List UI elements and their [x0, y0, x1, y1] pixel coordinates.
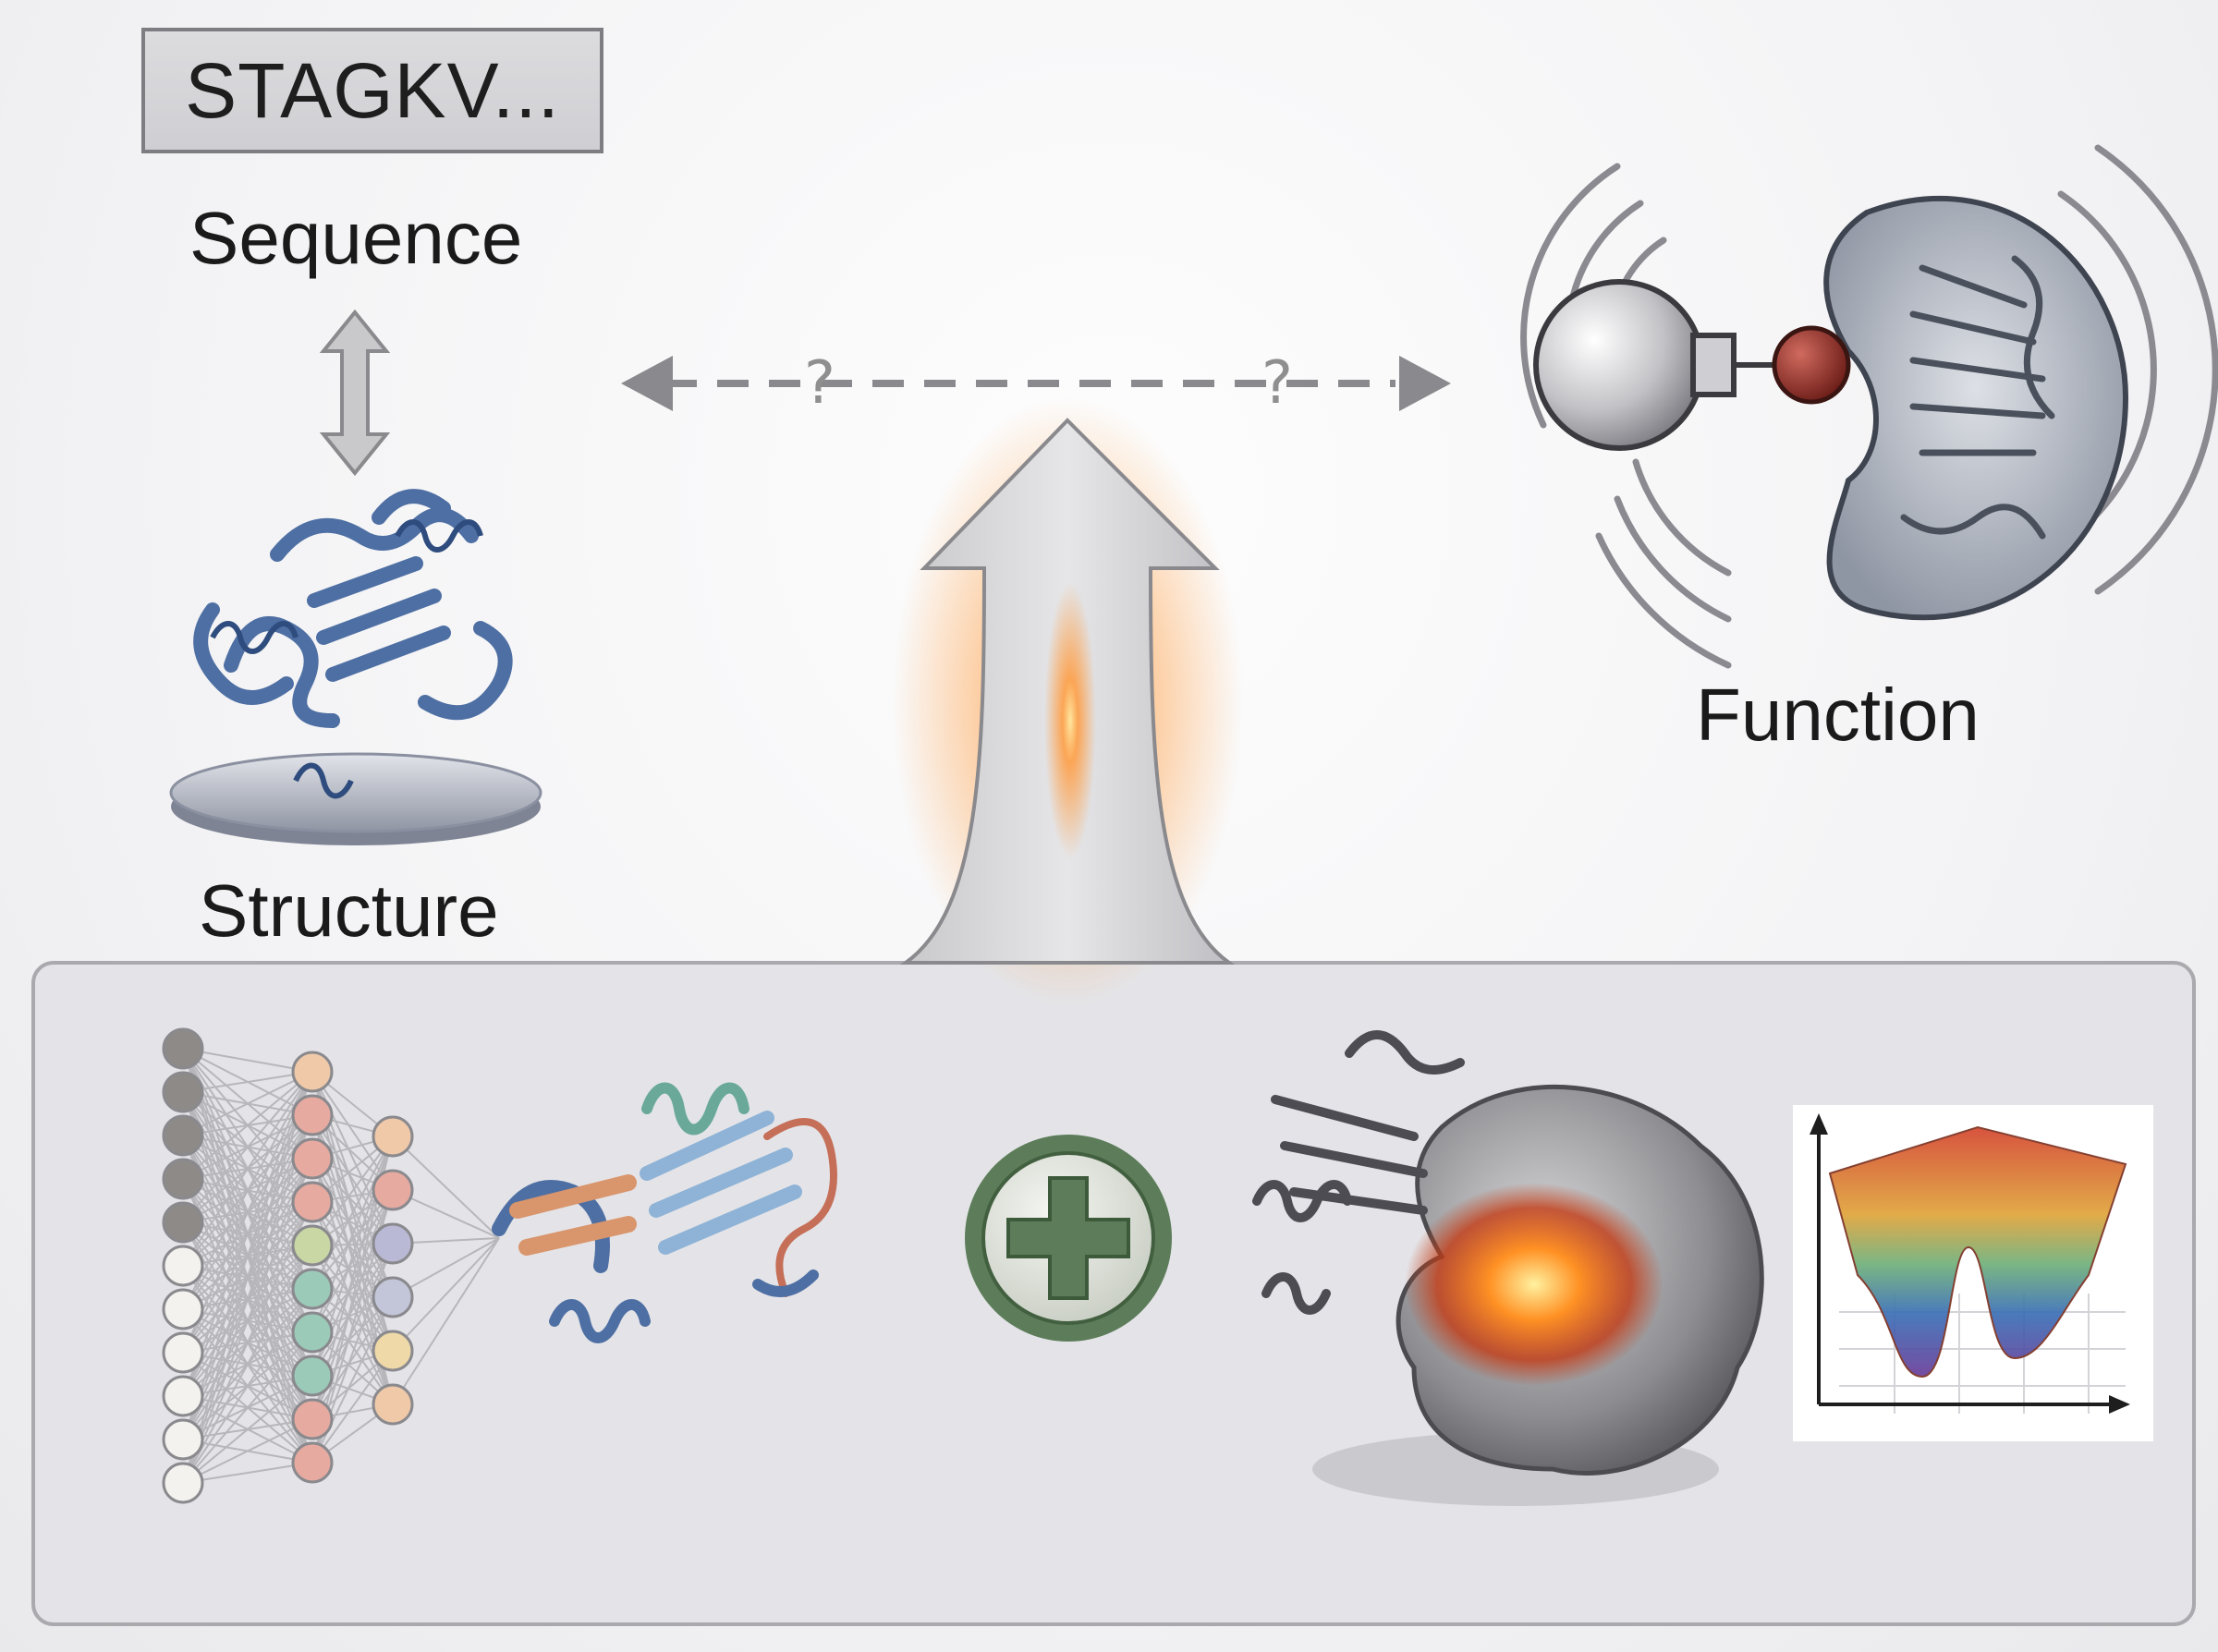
- nn-edge: [182, 1071, 313, 1223]
- effector-sphere: [1533, 279, 1705, 451]
- nn-node: [162, 1245, 204, 1287]
- nn-edge: [182, 1071, 313, 1484]
- question-mark-left: ?: [804, 349, 835, 418]
- nn-edge: [182, 1245, 313, 1484]
- nn-output-edge: [392, 1237, 500, 1405]
- nn-node: [162, 1027, 204, 1070]
- predicted-protein-icon: [492, 1082, 837, 1343]
- nn-node: [372, 1330, 414, 1372]
- nn-node: [291, 1311, 334, 1354]
- left-arrowhead-icon: [621, 356, 673, 411]
- dashed-link-arrow: [621, 356, 1451, 411]
- nn-edge: [311, 1350, 394, 1464]
- nn-edge: [311, 1136, 394, 1246]
- nn-node: [162, 1288, 204, 1330]
- nn-node: [372, 1222, 414, 1265]
- nn-node: [372, 1169, 414, 1211]
- nn-edge: [311, 1189, 394, 1333]
- nn-edge: [182, 1071, 313, 1093]
- nn-output-edge: [392, 1136, 500, 1239]
- hotspot-glow: [1405, 1183, 1664, 1386]
- nn-node: [162, 1462, 204, 1504]
- structure-label: Structure: [199, 869, 499, 952]
- nn-node: [291, 1051, 334, 1093]
- nn-edge: [182, 1071, 313, 1397]
- nn-node: [291, 1137, 334, 1180]
- nn-output-edge: [392, 1237, 500, 1352]
- nn-edge: [311, 1136, 394, 1290]
- nn-node: [372, 1276, 414, 1318]
- nn-edge: [182, 1071, 313, 1310]
- sequence-label: Sequence: [189, 197, 523, 279]
- structure-protein-icon: [169, 489, 542, 845]
- nn-node: [162, 1201, 204, 1244]
- nn-edge: [182, 1331, 313, 1484]
- energy-surface: [1828, 1125, 2127, 1379]
- nn-node: [162, 1158, 204, 1200]
- nn-edge: [182, 1114, 313, 1484]
- nn-node: [162, 1331, 204, 1374]
- binding-site-illustration: [1252, 1030, 1764, 1506]
- nn-edge: [182, 1071, 313, 1354]
- linker-block: [1690, 333, 1737, 397]
- nn-node: [291, 1224, 334, 1267]
- nn-node: [372, 1115, 414, 1158]
- nn-node: [291, 1441, 334, 1484]
- nn-node: [372, 1383, 414, 1426]
- nn-node: [162, 1114, 204, 1157]
- function-illustration: [1520, 144, 2218, 669]
- nn-node: [291, 1354, 334, 1397]
- right-arrowhead-icon: [1399, 356, 1451, 411]
- function-label: Function: [1696, 674, 1980, 756]
- nn-edge: [311, 1243, 394, 1377]
- nn-node: [162, 1375, 204, 1417]
- nn-edge: [182, 1462, 313, 1484]
- nn-edge: [182, 1158, 313, 1484]
- nn-edge: [311, 1296, 394, 1420]
- nn-node: [291, 1398, 334, 1440]
- nn-edge: [182, 1201, 313, 1484]
- neural-network-icon: [162, 1027, 500, 1504]
- nn-edge: [182, 1071, 313, 1136]
- nn-edge: [182, 1071, 313, 1180]
- nn-node: [291, 1094, 334, 1136]
- nn-edge: [182, 1071, 313, 1267]
- nn-node: [162, 1418, 204, 1461]
- sequence-box: STAGKV...: [141, 28, 603, 153]
- nn-edge: [182, 1375, 313, 1484]
- vertical-double-arrow-icon: [319, 309, 391, 477]
- nn-edge: [182, 1048, 313, 1073]
- nn-node: [291, 1181, 334, 1223]
- energy-landscape-icon: [1793, 1105, 2153, 1441]
- sequence-text: STAGKV...: [185, 46, 560, 134]
- arrow-core-glow: [1044, 582, 1096, 859]
- ligand-sphere: [1772, 325, 1851, 405]
- nn-node: [162, 1071, 204, 1113]
- plus-circle-icon: [965, 1135, 1172, 1342]
- nn-edge: [311, 1189, 394, 1290]
- question-mark-right: ?: [1261, 349, 1293, 418]
- nn-edge: [182, 1288, 313, 1484]
- nn-edge: [182, 1071, 313, 1440]
- nn-node: [291, 1268, 334, 1310]
- nn-edge: [182, 1418, 313, 1484]
